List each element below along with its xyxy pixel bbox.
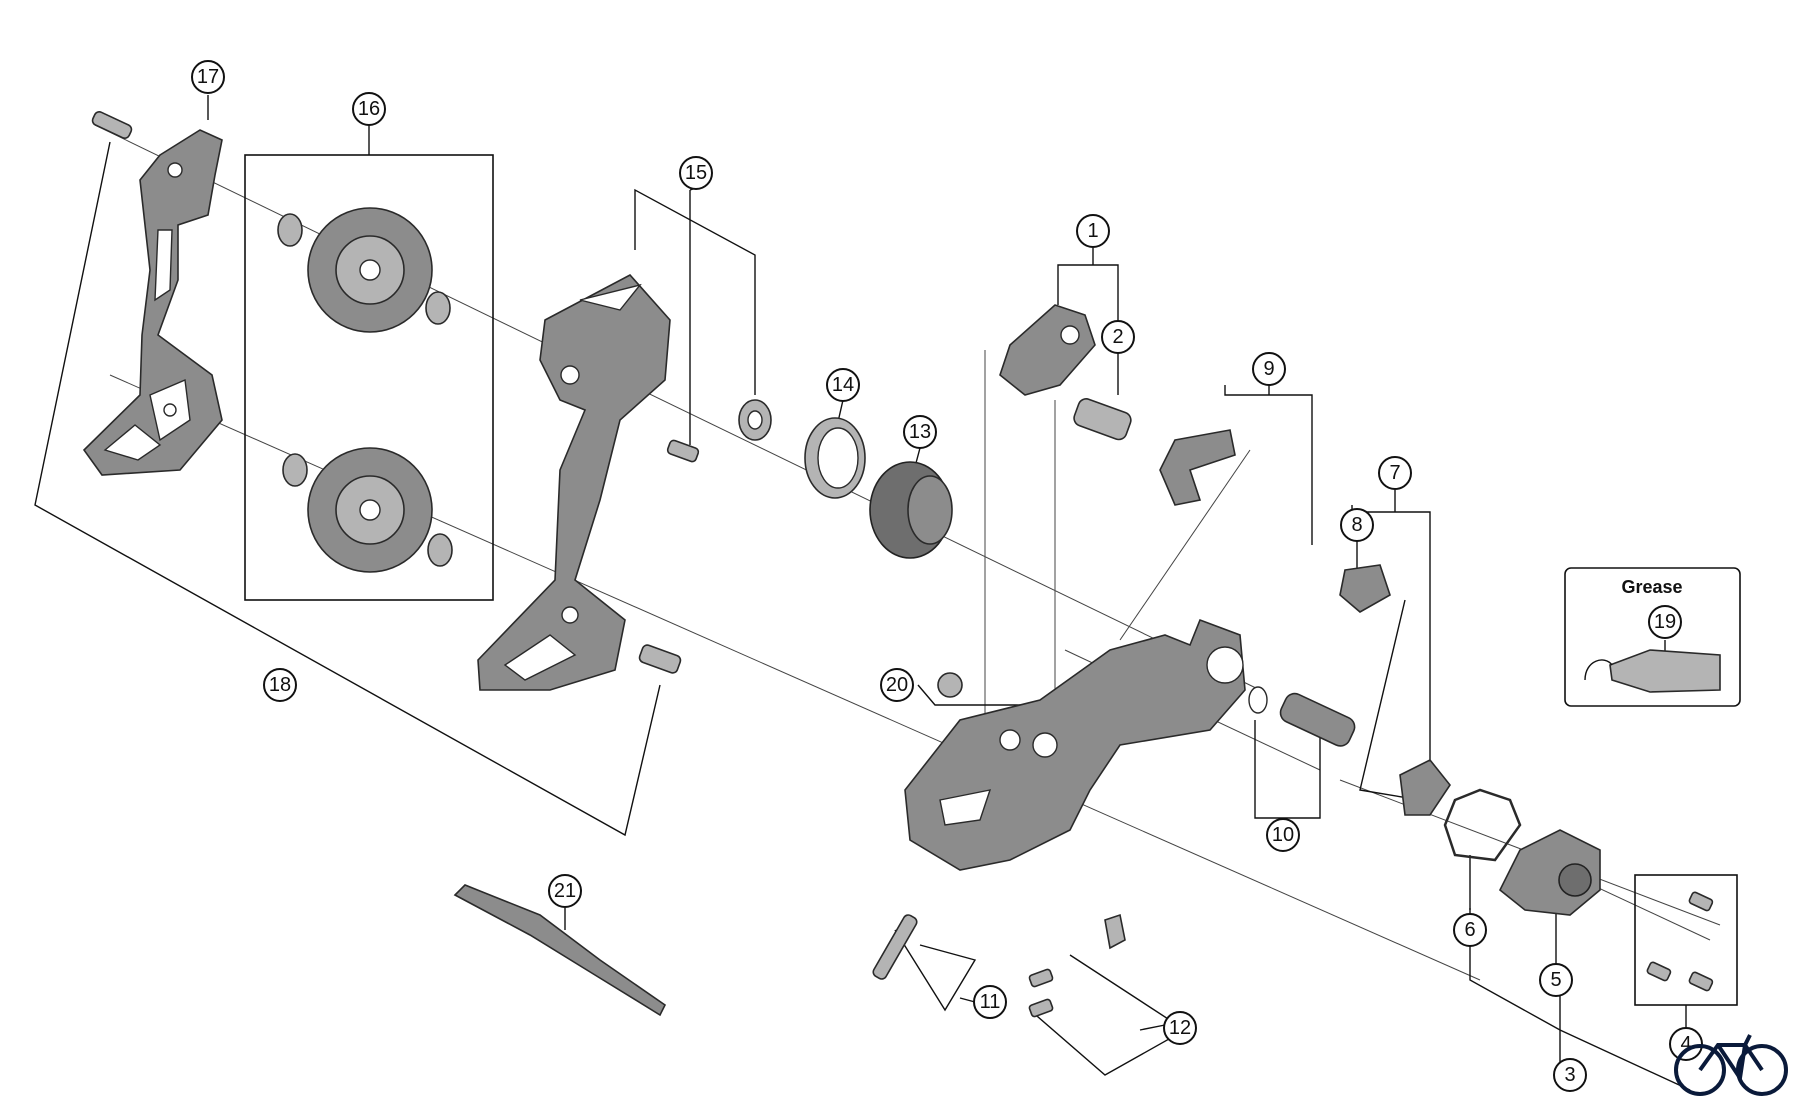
callout-label: 6 — [1464, 919, 1475, 941]
part-guide-pulley — [307, 207, 433, 333]
callout-label: 16 — [358, 98, 380, 120]
part-tool-21 — [453, 884, 667, 1017]
part-screw-top-left — [91, 111, 133, 139]
callout-label: 17 — [197, 66, 219, 88]
callout-12: 12 — [1163, 1011, 1197, 1045]
part-gasket-6 — [1443, 788, 1522, 862]
part-spring-13 — [869, 461, 953, 559]
part-shaft-10 — [1279, 692, 1356, 747]
callout-7: 7 — [1378, 456, 1412, 490]
part-washers — [277, 213, 453, 567]
callout-4: 4 — [1669, 1027, 1703, 1061]
part-screws-4 — [1646, 891, 1714, 992]
leader-lines — [34, 95, 1741, 1091]
callout-17: 17 — [191, 60, 225, 94]
part-main-body — [904, 618, 1246, 871]
bicycle-logo-icon — [1674, 1034, 1788, 1096]
callout-label: 18 — [269, 674, 291, 696]
part-cable-guide-9 — [1159, 429, 1236, 506]
callout-11: 11 — [973, 985, 1007, 1019]
callout-label: 4 — [1680, 1033, 1691, 1055]
callout-10: 10 — [1266, 818, 1300, 852]
callout-label: 7 — [1389, 462, 1400, 484]
callout-label: 2 — [1112, 326, 1123, 348]
part-stabilizer-7 — [1399, 758, 1451, 816]
callout-8: 8 — [1340, 508, 1374, 542]
callout-label: 10 — [1272, 824, 1294, 846]
callout-13: 13 — [903, 415, 937, 449]
callout-label: 5 — [1550, 969, 1561, 991]
callout-1: 1 — [1076, 214, 1110, 248]
callout-label: 8 — [1351, 514, 1362, 536]
callout-label: 1 — [1087, 220, 1098, 242]
part-cap-20 — [937, 672, 963, 698]
callout-label: 15 — [685, 162, 707, 184]
callout-2: 2 — [1101, 320, 1135, 354]
part-oring-10 — [1248, 686, 1268, 714]
part-pin-11 — [872, 914, 918, 980]
part-bushing-14 — [804, 417, 866, 499]
callout-19: 19 — [1648, 605, 1682, 639]
part-cover-5 — [1498, 829, 1601, 916]
callout-20: 20 — [880, 668, 914, 702]
callout-18: 18 — [263, 668, 297, 702]
grease-tube — [1584, 649, 1721, 693]
part-small-bolt — [666, 439, 700, 463]
callout-15: 15 — [679, 156, 713, 190]
callout-9: 9 — [1252, 352, 1286, 386]
callout-label: 19 — [1654, 611, 1676, 633]
callout-14: 14 — [826, 368, 860, 402]
part-b-tension-assembly — [999, 304, 1096, 396]
callout-label: 3 — [1564, 1064, 1575, 1086]
callout-label: 13 — [909, 421, 931, 443]
callout-6: 6 — [1453, 913, 1487, 947]
part-clamp-8 — [1339, 564, 1391, 613]
callout-label: 11 — [980, 991, 1001, 1013]
callout-label: 21 — [554, 880, 576, 902]
part-tension-pulley — [307, 447, 433, 573]
callout-16: 16 — [352, 92, 386, 126]
grease-box-title: Grease — [1621, 577, 1682, 597]
callout-label: 20 — [886, 674, 908, 696]
part-ring-15 — [738, 399, 772, 441]
callout-label: 12 — [1169, 1017, 1191, 1039]
part-axle-bolt — [638, 644, 682, 674]
callout-label: 9 — [1263, 358, 1274, 380]
callout-5: 5 — [1539, 963, 1573, 997]
callout-21: 21 — [548, 874, 582, 908]
part-inner-plate — [477, 273, 671, 691]
part-outer-plate — [82, 129, 223, 476]
part-bolts-12 — [1028, 913, 1126, 1018]
part-adjust-bolt-2 — [1073, 398, 1132, 441]
callout-label: 14 — [832, 374, 854, 396]
callout-3: 3 — [1553, 1058, 1587, 1092]
